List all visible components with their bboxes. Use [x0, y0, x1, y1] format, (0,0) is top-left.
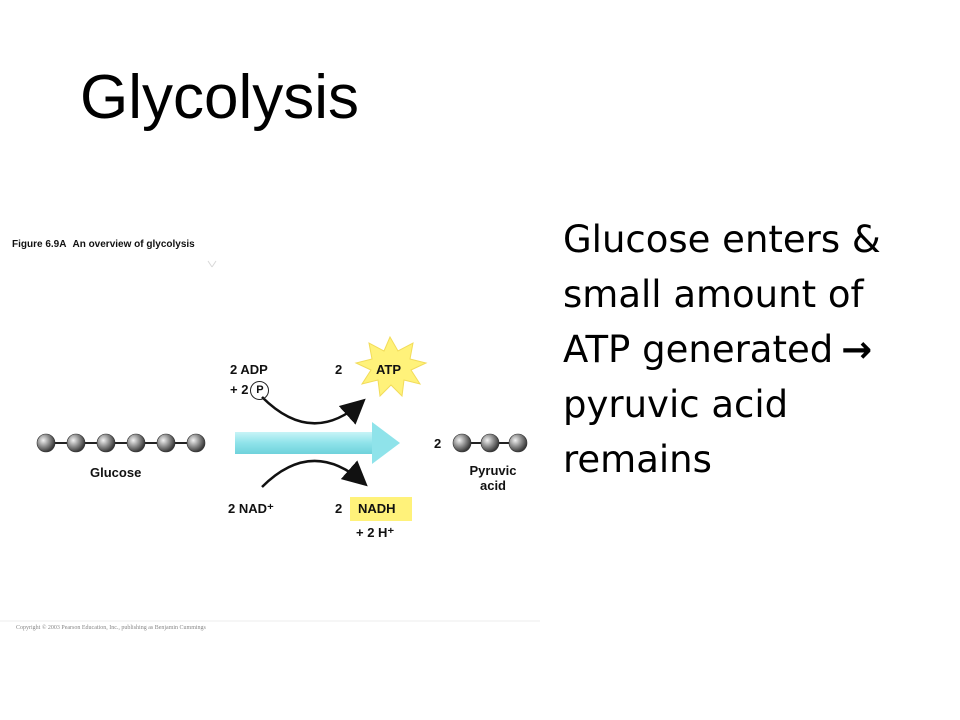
atp-burst-shape	[354, 335, 428, 398]
slide-body-text: Glucose enters & small amount of ATP gen…	[563, 212, 953, 487]
body-line-3-text: ATP generated	[563, 328, 834, 371]
glycolysis-figure: Figure 6.9A An overview of glycolysis Glu…	[0, 225, 545, 645]
phosphate-circle-icon: P	[250, 381, 270, 400]
pyruvic-label-line-1: Pyruvic	[469, 463, 517, 478]
body-line-1: Glucose enters &	[563, 218, 881, 261]
pyruvic-count: 2	[434, 436, 442, 451]
pyruvic-label: Pyruvic acid	[458, 463, 528, 493]
hydrogen-label: + 2 H⁺	[356, 525, 395, 540]
right-arrow-icon: →	[841, 328, 873, 371]
body-line-5: remains	[563, 438, 712, 481]
pyruvic-acid-molecule	[452, 433, 528, 453]
nadh-curved-arrow	[261, 459, 368, 488]
figure-caption-number: Figure 6.9A	[12, 239, 67, 250]
pyruvic-label-line-2: acid	[479, 478, 506, 493]
atp-label: ATP	[376, 362, 402, 377]
atp-count: 2	[335, 362, 343, 377]
body-line-3: ATP generated→	[563, 322, 953, 377]
phosphate-prefix: + 2	[230, 381, 249, 397]
figure-caption-text: An overview of glycolysis	[72, 239, 195, 250]
adp-label: 2 ADP	[230, 362, 268, 377]
slide-title: Glycolysis	[80, 63, 360, 132]
glycolysis-diagram	[0, 260, 540, 622]
body-line-4: pyruvic acid	[563, 383, 789, 426]
nad-label: 2 NAD⁺	[228, 501, 274, 516]
main-reaction-arrow	[235, 422, 400, 464]
nadh-box	[350, 497, 412, 521]
body-line-2: small amount of	[563, 273, 864, 316]
figure-caption: Figure 6.9A An overview of glycolysis	[12, 239, 195, 250]
glucose-label: Glucose	[90, 465, 142, 480]
nadh-count: 2	[335, 501, 343, 516]
copyright-notice: Copyright © 2003 Pearson Education, Inc.…	[16, 625, 206, 631]
glucose-molecule	[36, 433, 206, 453]
nadh-label: NADH	[358, 501, 396, 516]
atp-curved-arrow	[261, 396, 366, 425]
